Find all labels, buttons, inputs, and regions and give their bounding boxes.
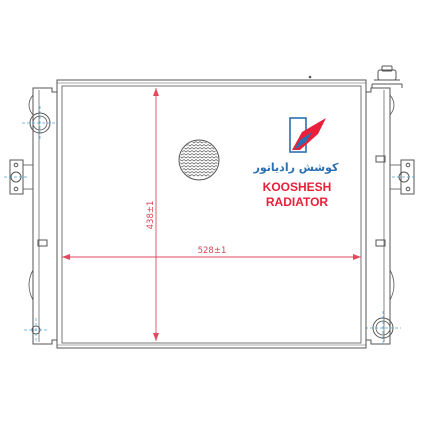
mount-hole-left bbox=[4, 171, 28, 183]
inlet-pipe-top-left bbox=[22, 106, 58, 140]
width-label: 528±1 bbox=[198, 246, 227, 256]
left-side-tank bbox=[9, 87, 58, 345]
brand-logo: کوشش رادیاتور KOOSHESH RADIATOR bbox=[253, 117, 339, 209]
mount-hole-right bbox=[392, 171, 416, 183]
logo-name-line1: KOOSHESH bbox=[263, 180, 332, 194]
width-dimension: 528±1 bbox=[62, 246, 361, 260]
drain-plug-icon bbox=[24, 318, 48, 342]
grille-wave-line bbox=[180, 156, 218, 159]
grille-wave-line bbox=[180, 168, 218, 171]
height-label: 438±1 bbox=[146, 201, 156, 230]
radiator-cap-icon bbox=[371, 65, 403, 88]
radiator-core bbox=[56, 79, 367, 349]
grille-wave-line bbox=[180, 150, 218, 153]
grille-wave-line bbox=[180, 162, 218, 165]
marker-dot bbox=[308, 75, 312, 79]
grille-wave-line bbox=[180, 153, 218, 156]
logo-name-line2: RADIATOR bbox=[266, 195, 329, 209]
grille-wave-line bbox=[180, 165, 218, 168]
fan-grille-icon bbox=[178, 139, 220, 181]
logo-persian-name: کوشش رادیاتور bbox=[253, 161, 339, 174]
right-side-tank bbox=[365, 87, 415, 345]
outlet-pipe-bottom-right bbox=[365, 311, 401, 345]
logo-emblem bbox=[289, 117, 326, 153]
grille-wave-line bbox=[180, 159, 218, 162]
height-dimension: 438±1 bbox=[146, 88, 159, 341]
